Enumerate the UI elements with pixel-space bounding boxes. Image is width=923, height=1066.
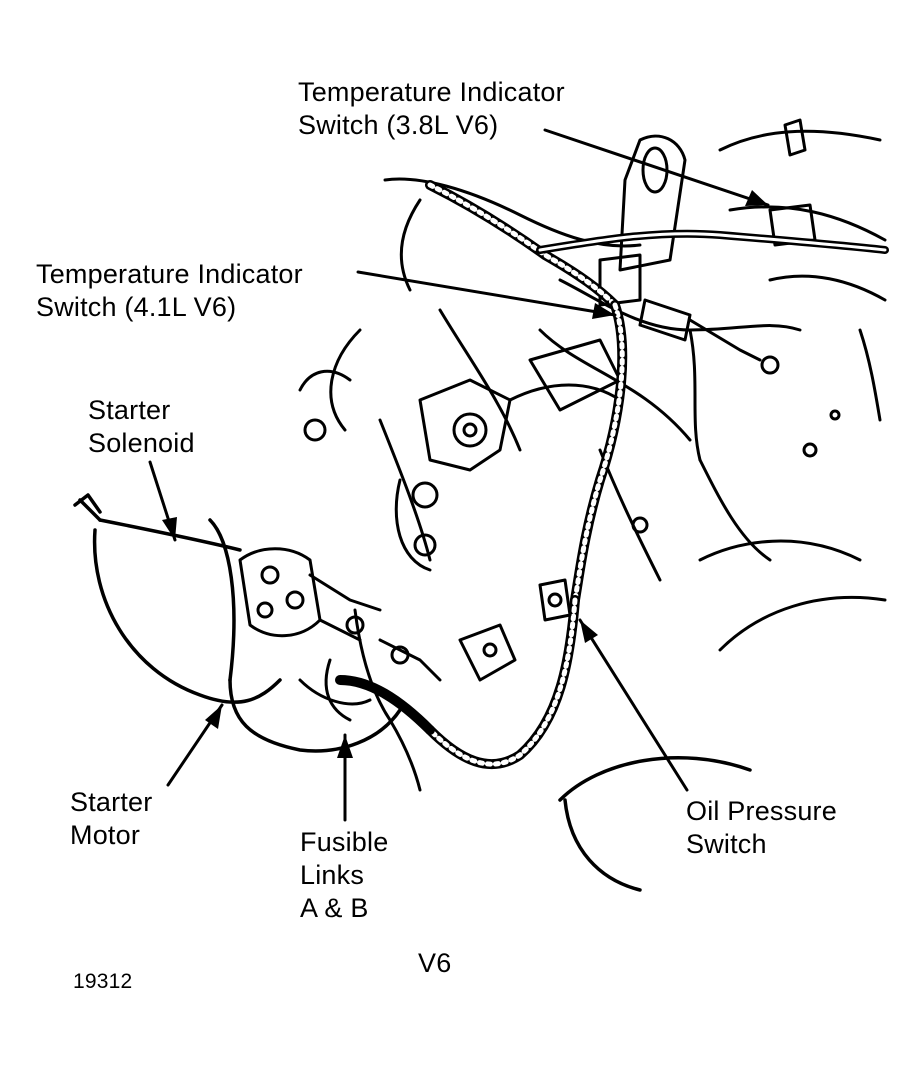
bolts: [303, 409, 841, 534]
label-line: Switch (4.1L V6): [36, 292, 237, 322]
wiring-harness: [335, 180, 889, 769]
diagram-caption: V6: [418, 948, 452, 978]
label-line: Oil Pressure: [686, 796, 837, 826]
temp-switch-38-shape: [768, 118, 817, 247]
oil-filter-shape: [558, 756, 752, 892]
leader-temp-switch-38: [543, 128, 770, 207]
leader-temp-switch-41: [356, 270, 617, 317]
leader-oil-pressure-switch: [578, 618, 689, 792]
starter-motor-shape: [73, 493, 402, 753]
label-line: Starter: [88, 395, 171, 425]
label-temp-switch-41: Temperature Indicator Switch (4.1L V6): [36, 258, 303, 324]
label-line: Starter: [70, 787, 153, 817]
label-starter-solenoid: Starter Solenoid: [88, 394, 195, 460]
oil-pressure-switch-shape: [458, 578, 572, 682]
label-line: Motor: [70, 820, 141, 850]
label-line: Temperature Indicator: [298, 77, 565, 107]
label-temp-switch-38: Temperature Indicator Switch (3.8L V6): [298, 76, 565, 142]
label-line: Links: [300, 860, 365, 890]
label-line: A & B: [300, 893, 369, 923]
label-fusible-links: Fusible Links A & B: [300, 826, 388, 925]
label-line: Switch (3.8L V6): [298, 110, 499, 140]
label-oil-pressure-switch: Oil Pressure Switch: [686, 795, 837, 861]
figure-number: 19312: [73, 970, 133, 993]
temp-switch-41-shape: [638, 298, 780, 375]
fusible-links-shape: [298, 608, 442, 792]
label-line: Temperature Indicator: [36, 259, 303, 289]
label-line: Switch: [686, 829, 767, 859]
label-starter-motor: Starter Motor: [70, 786, 152, 852]
label-line: Fusible: [300, 827, 389, 857]
label-line: Solenoid: [88, 428, 195, 458]
arrowheads: [162, 190, 768, 758]
starter-solenoid-shape: [238, 547, 382, 642]
engine-block-outline: [298, 129, 887, 652]
